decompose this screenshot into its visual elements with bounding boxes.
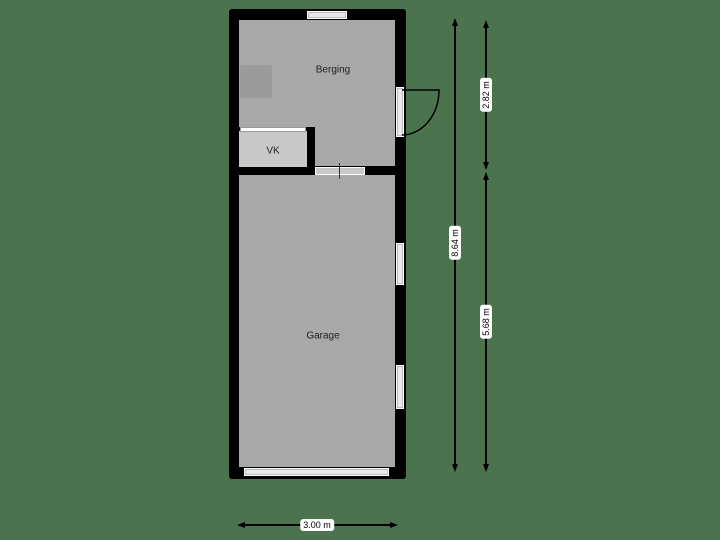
window-garage-bottom: [244, 468, 389, 476]
vk-closet-doors: [240, 127, 306, 132]
dim-total-height: 8.64 m: [449, 226, 461, 260]
window-garage-right-2: [396, 365, 404, 409]
window-garage-right-1: [396, 243, 404, 285]
dim-garage-height: 5.68 m: [480, 305, 492, 339]
room-label-vk: VK: [266, 145, 280, 157]
room-garage: [239, 175, 395, 467]
storage-object: [240, 65, 272, 98]
dim-berging-height: 2.82 m: [480, 78, 492, 112]
dim-width: 3.00 m: [300, 519, 334, 531]
room-label-berging: Berging: [315, 64, 351, 76]
doorway-divider: [339, 163, 340, 179]
window-top: [307, 11, 347, 19]
internal-doorway: [315, 167, 365, 175]
room-label-garage: Garage: [306, 330, 340, 342]
room-vk: [239, 131, 307, 167]
door-berging-frame: [396, 87, 404, 137]
